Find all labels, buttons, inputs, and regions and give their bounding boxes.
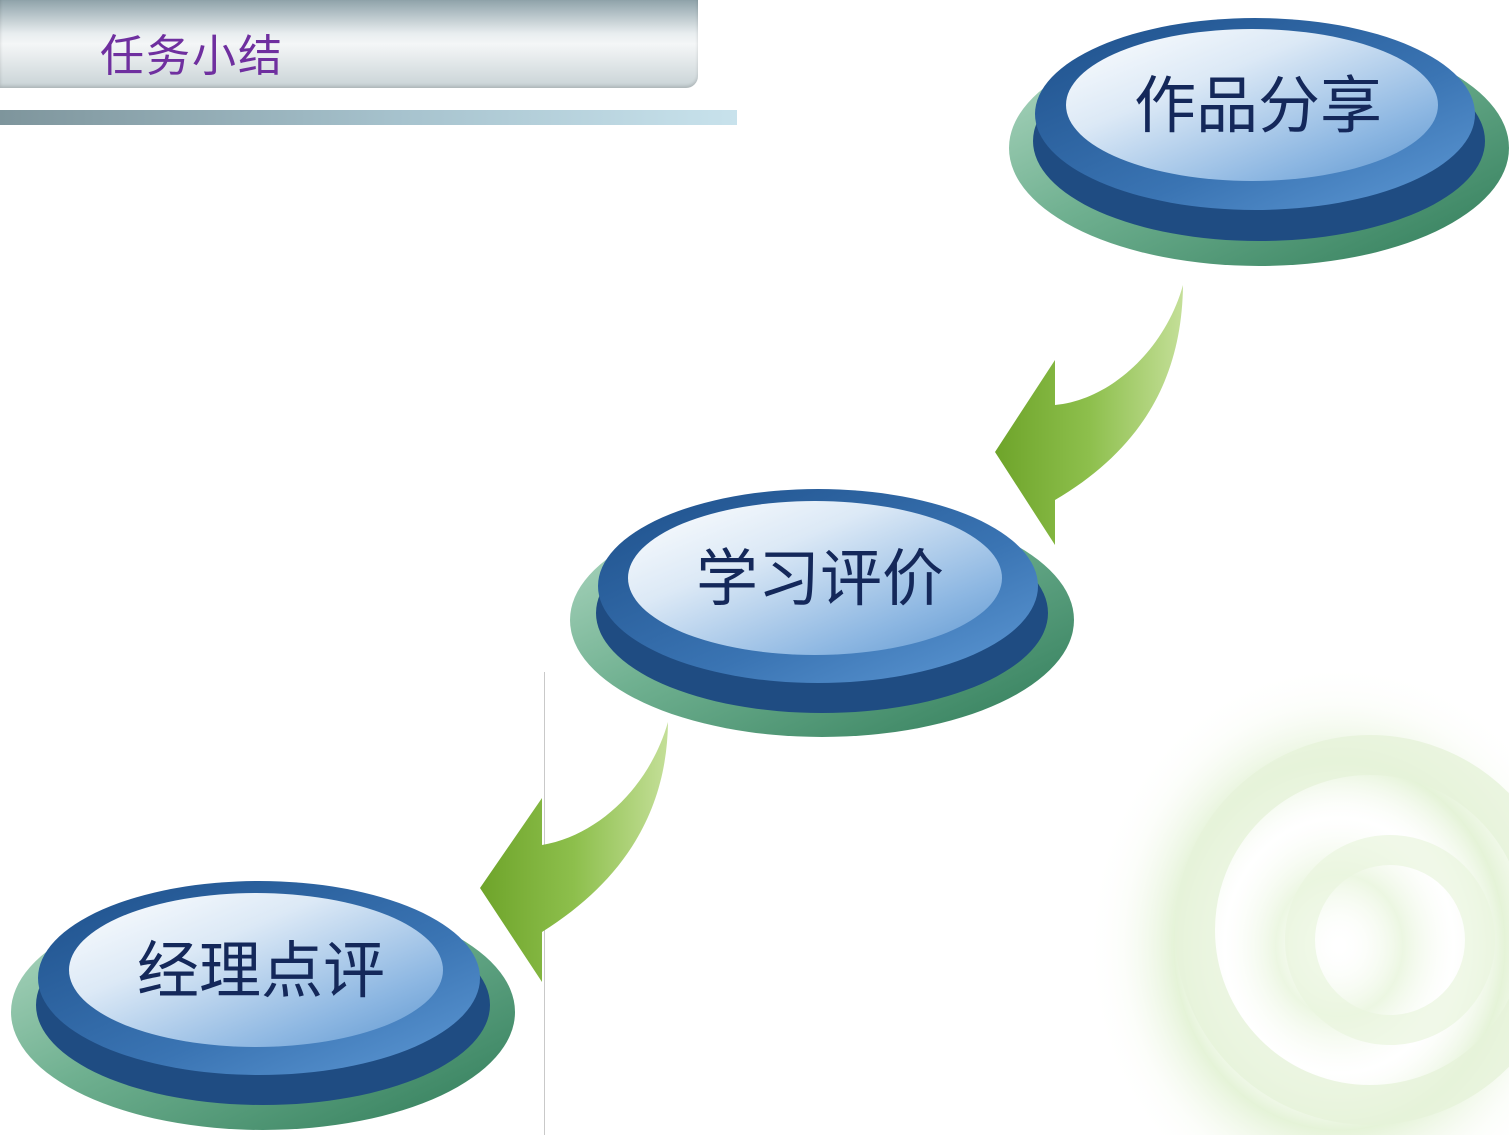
arrow-1: [995, 285, 1183, 545]
title-underline: [0, 110, 737, 125]
arrow-2: [480, 722, 668, 982]
node-share-works: 作品分享: [1009, 18, 1509, 266]
node-label-1: 作品分享: [1134, 69, 1382, 142]
node-label-3: 经理点评: [137, 934, 385, 1007]
node-learning-evaluation: 学习评价: [570, 489, 1074, 737]
node-manager-review: 经理点评: [11, 881, 515, 1130]
swirl-decoration: [1085, 662, 1509, 1135]
node-label-2: 学习评价: [696, 542, 944, 615]
page-title: 任务小结: [100, 31, 284, 82]
title-bar: 任务小结: [0, 0, 698, 88]
